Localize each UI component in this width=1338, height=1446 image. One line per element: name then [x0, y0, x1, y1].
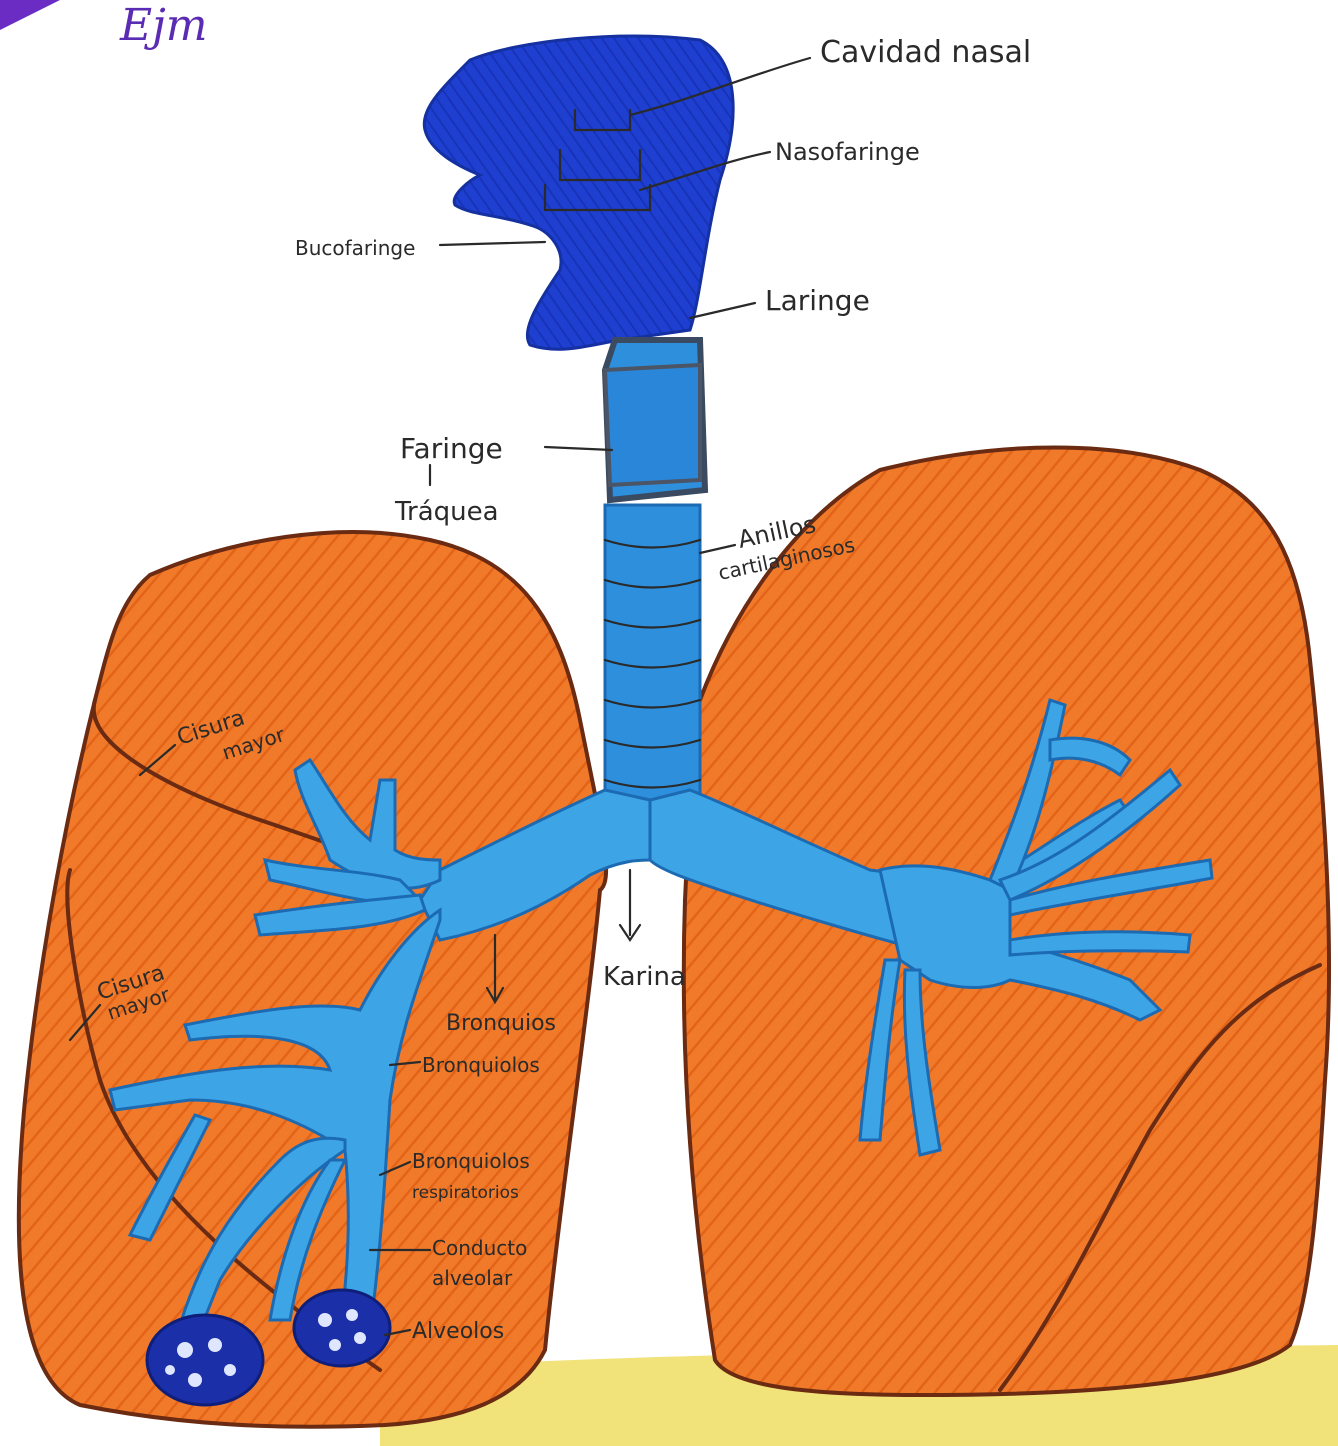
trachea — [605, 505, 700, 805]
alveoli-cluster-right — [294, 1290, 390, 1366]
label-conducto-2: alveolar — [432, 1266, 513, 1290]
leader-bucofaringe — [440, 242, 545, 245]
label-carina: Karina — [603, 962, 686, 992]
label-bronquiolos-resp-2: respiratorios — [412, 1183, 519, 1203]
label-conducto-1: Conducto — [432, 1236, 527, 1260]
label-cavidad-nasal: Cavidad nasal — [820, 35, 1031, 70]
label-traquea: Tráquea — [394, 497, 499, 527]
upper-airway — [424, 36, 733, 349]
label-alveolos: Alveolos — [412, 1319, 504, 1344]
leader-faringe — [545, 447, 612, 450]
corner-scribble: Ejm — [119, 0, 207, 51]
corner-purple-mark — [0, 0, 60, 30]
label-laringe: Laringe — [765, 284, 870, 317]
label-bronquios: Bronquios — [446, 1011, 556, 1036]
label-bronquiolos: Bronquiolos — [422, 1053, 540, 1077]
leader-laringe — [690, 303, 755, 318]
label-nasofaringe: Nasofaringe — [775, 138, 920, 166]
alveoli-cluster-left — [147, 1315, 263, 1405]
leader-carina — [620, 870, 640, 940]
label-bronquiolos-resp-1: Bronquiolos — [412, 1149, 530, 1173]
label-bucofaringe: Bucofaringe — [295, 236, 415, 260]
label-faringe: Faringe — [400, 432, 503, 465]
larynx-shield — [605, 365, 700, 485]
leader-anillos — [700, 545, 735, 553]
